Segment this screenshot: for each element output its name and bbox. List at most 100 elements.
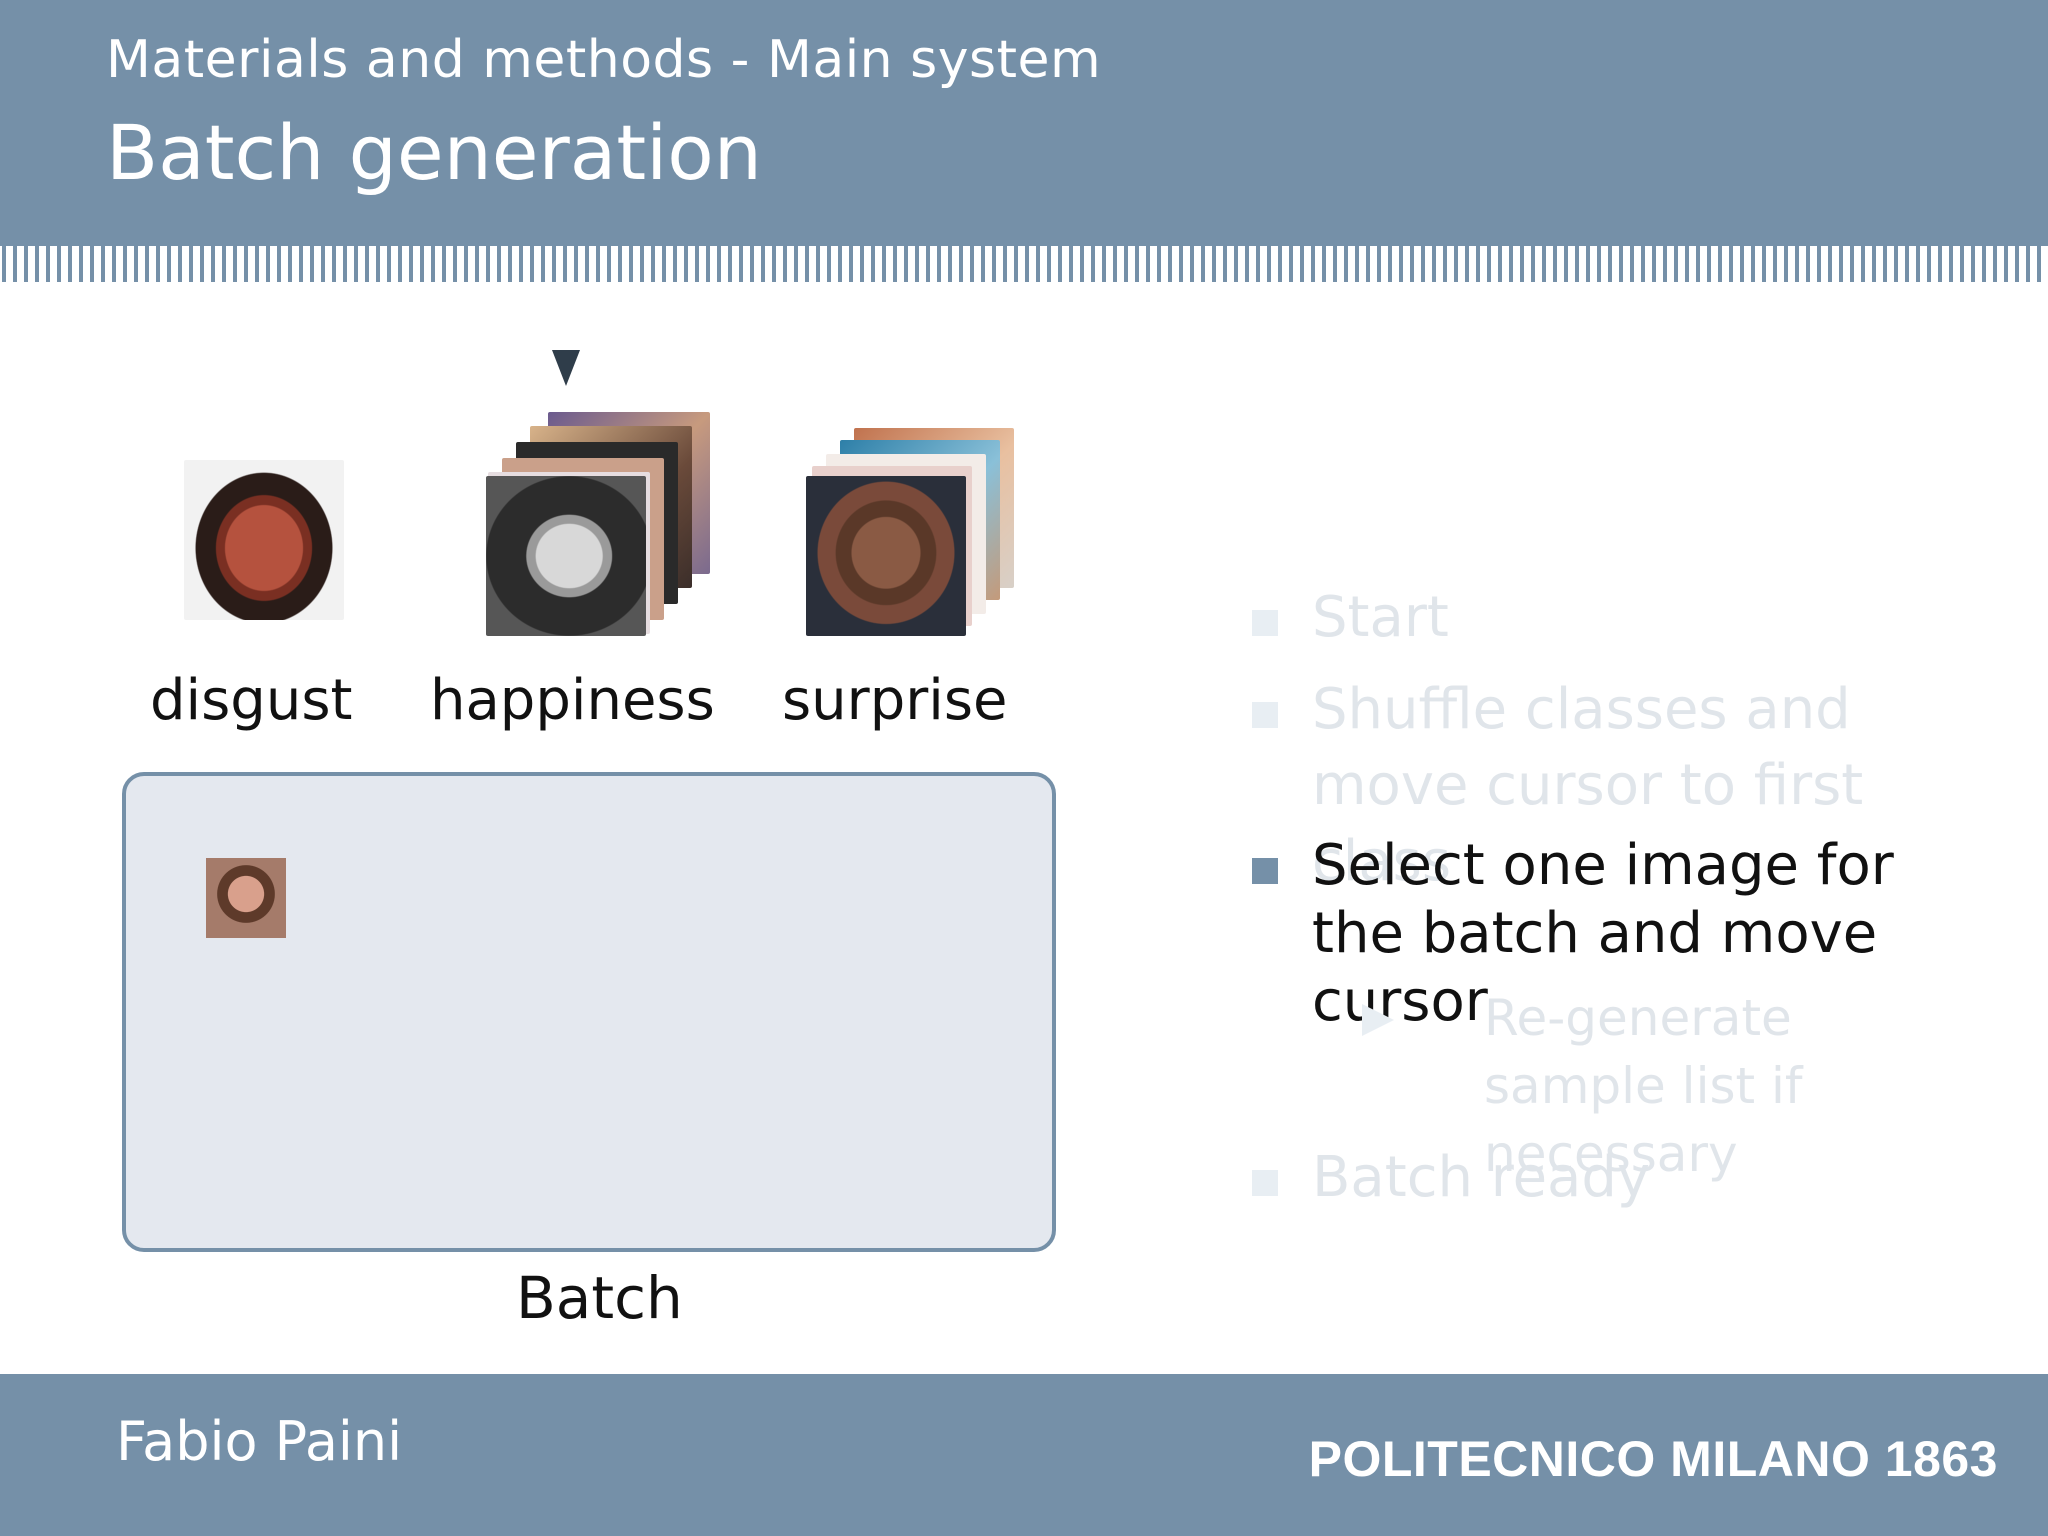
- ruler-tick: [57, 246, 61, 282]
- ruler-tick: [1652, 246, 1656, 282]
- bullet-icon: [1252, 610, 1278, 636]
- ruler-tick: [442, 246, 446, 282]
- ruler-tick: [684, 246, 688, 282]
- ruler-tick: [255, 246, 259, 282]
- ruler-tick: [1487, 246, 1491, 282]
- ruler-tick: [1883, 246, 1887, 282]
- section-subtitle: Materials and methods - Main system: [106, 30, 1102, 90]
- ruler-tick: [1135, 246, 1139, 282]
- ruler-tick: [673, 246, 677, 282]
- ruler-tick: [519, 246, 523, 282]
- ruler-tick: [1707, 246, 1711, 282]
- triangle-bullet-icon: [1362, 1004, 1394, 1036]
- ruler-tick: [1190, 246, 1194, 282]
- ruler-tick: [508, 246, 512, 282]
- ruler-tick: [926, 246, 930, 282]
- ruler-tick: [1960, 246, 1964, 282]
- ruler-tick: [959, 246, 963, 282]
- ruler-tick: [794, 246, 798, 282]
- ruler-tick: [2004, 246, 2008, 282]
- institution-logo-text: POLITECNICO MILANO 1863: [1308, 1431, 1998, 1487]
- ruler-tick: [1597, 246, 1601, 282]
- ruler-tick: [222, 246, 226, 282]
- batch-container: [122, 772, 1056, 1252]
- ruler-tick: [134, 246, 138, 282]
- ruler-tick: [904, 246, 908, 282]
- ruler-tick: [662, 246, 666, 282]
- ruler-tick: [1388, 246, 1392, 282]
- ruler-tick: [1531, 246, 1535, 282]
- ruler-tick: [1905, 246, 1909, 282]
- ruler-tick: [35, 246, 39, 282]
- class-cursor-icon: [552, 350, 580, 386]
- ruler-tick: [1355, 246, 1359, 282]
- disgust-face-image: [184, 460, 344, 620]
- ruler-tick: [497, 246, 501, 282]
- ruler-tick: [882, 246, 886, 282]
- ruler-tick: [1168, 246, 1172, 282]
- ruler-tick: [1036, 246, 1040, 282]
- ruler-tick: [1344, 246, 1348, 282]
- ruler-tick: [1784, 246, 1788, 282]
- bullet-icon: [1252, 1170, 1278, 1196]
- ruler-tick: [354, 246, 358, 282]
- ruler-tick: [123, 246, 127, 282]
- ruler-tick: [750, 246, 754, 282]
- ruler-tick: [1124, 246, 1128, 282]
- ruler-tick: [288, 246, 292, 282]
- ruler-tick: [244, 246, 248, 282]
- ruler-tick: [1619, 246, 1623, 282]
- ruler-tick: [376, 246, 380, 282]
- ruler-tick: [1300, 246, 1304, 282]
- ruler-tick: [596, 246, 600, 282]
- ruler-tick: [409, 246, 413, 282]
- ruler-tick: [167, 246, 171, 282]
- ruler-tick: [1685, 246, 1689, 282]
- ruler-tick: [783, 246, 787, 282]
- ruler-tick: [1641, 246, 1645, 282]
- ruler-tick: [1091, 246, 1095, 282]
- ruler-tick: [420, 246, 424, 282]
- ruler-tick: [871, 246, 875, 282]
- ruler-tick: [1608, 246, 1612, 282]
- ruler-tick: [2037, 246, 2041, 282]
- ruler-tick: [1938, 246, 1942, 282]
- ruler-tick: [739, 246, 743, 282]
- ruler-tick: [1729, 246, 1733, 282]
- ruler-tick: [90, 246, 94, 282]
- ruler-tick: [453, 246, 457, 282]
- ruler-tick: [1751, 246, 1755, 282]
- ruler-tick: [915, 246, 919, 282]
- header-tick-ruler: [0, 246, 2048, 282]
- ruler-tick: [387, 246, 391, 282]
- ruler-tick: [1146, 246, 1150, 282]
- ruler-tick: [761, 246, 765, 282]
- ruler-tick: [1872, 246, 1876, 282]
- ruler-tick: [1201, 246, 1205, 282]
- ruler-tick: [1663, 246, 1667, 282]
- class-label-disgust: disgust: [150, 668, 353, 733]
- ruler-tick: [1509, 246, 1513, 282]
- ruler-tick: [629, 246, 633, 282]
- ruler-tick: [1993, 246, 1997, 282]
- ruler-tick: [266, 246, 270, 282]
- ruler-tick: [189, 246, 193, 282]
- ruler-tick: [1542, 246, 1546, 282]
- ruler-tick: [431, 246, 435, 282]
- ruler-tick: [563, 246, 567, 282]
- ruler-tick: [1520, 246, 1524, 282]
- ruler-tick: [1212, 246, 1216, 282]
- ruler-tick: [1432, 246, 1436, 282]
- ruler-tick: [893, 246, 897, 282]
- ruler-tick: [79, 246, 83, 282]
- ruler-tick: [1696, 246, 1700, 282]
- ruler-tick: [937, 246, 941, 282]
- ruler-tick: [464, 246, 468, 282]
- ruler-tick: [552, 246, 556, 282]
- ruler-tick: [772, 246, 776, 282]
- ruler-tick: [618, 246, 622, 282]
- ruler-tick: [1003, 246, 1007, 282]
- ruler-tick: [1586, 246, 1590, 282]
- ruler-tick: [1377, 246, 1381, 282]
- ruler-tick: [486, 246, 490, 282]
